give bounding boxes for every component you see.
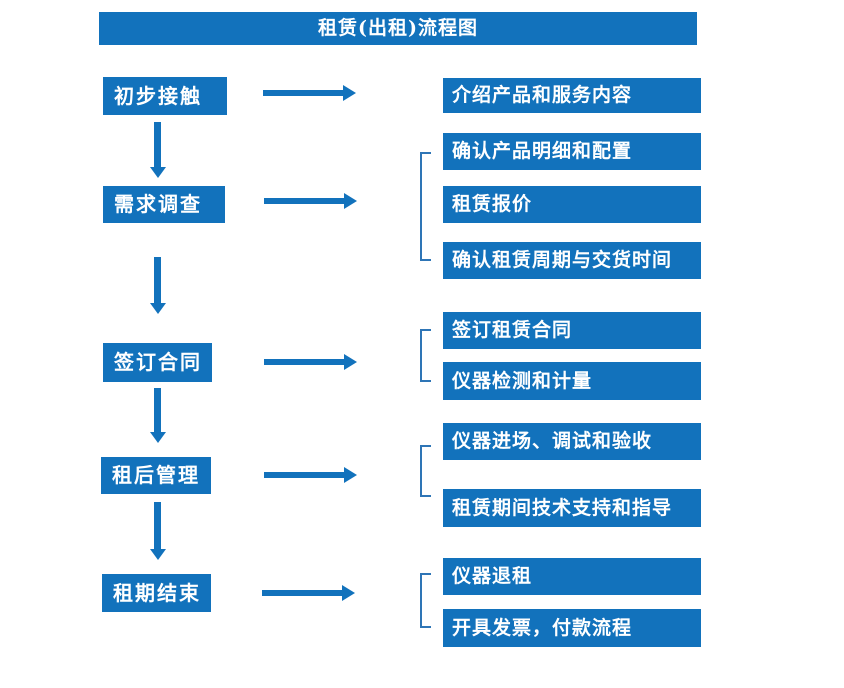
arrow-head-icon	[344, 193, 357, 209]
detail-box-instrument-setup-acceptance: 仪器进场、调试和验收	[443, 423, 701, 460]
bracket-stage2-group	[420, 152, 431, 261]
detail-box-introduce-products: 介绍产品和服务内容	[443, 78, 701, 113]
arrow-head-icon	[150, 303, 166, 314]
detail-box-sign-rental-contract: 签订租赁合同	[443, 312, 701, 349]
arrow-right-stage2	[264, 193, 357, 209]
stage-box-rental-end: 租期结束	[102, 574, 211, 612]
stage-box-sign-contract: 签订合同	[103, 343, 212, 382]
arrow-shaft	[154, 257, 161, 304]
arrow-down-stage1-2	[150, 122, 166, 178]
bracket-stage3-group	[420, 329, 431, 382]
arrow-head-icon	[342, 585, 355, 601]
arrow-down-stage4-5	[150, 502, 166, 560]
arrow-head-icon	[343, 85, 356, 101]
arrow-shaft	[264, 359, 344, 365]
arrow-shaft	[264, 472, 344, 478]
arrow-shaft	[154, 502, 161, 550]
arrow-head-icon	[344, 354, 357, 370]
bracket-stage5-group	[420, 573, 431, 628]
stage-box-demand-survey: 需求调查	[103, 186, 225, 223]
bracket-stage4-group	[420, 445, 431, 497]
arrow-shaft	[154, 122, 161, 168]
stage-box-initial-contact: 初步接触	[103, 77, 227, 115]
arrow-shaft	[262, 590, 342, 596]
stage-box-post-rental-management: 租后管理	[101, 457, 211, 494]
detail-box-instrument-inspection: 仪器检测和计量	[443, 362, 701, 400]
detail-box-rental-quote: 租赁报价	[443, 186, 701, 223]
arrow-right-stage1	[263, 85, 356, 101]
arrow-shaft	[264, 198, 344, 204]
detail-box-technical-support: 租赁期间技术支持和指导	[443, 489, 701, 527]
arrow-head-icon	[344, 467, 357, 483]
detail-box-confirm-product-config: 确认产品明细和配置	[443, 133, 701, 170]
arrow-right-stage4	[264, 467, 357, 483]
arrow-down-stage2-3	[150, 257, 166, 314]
arrow-head-icon	[150, 549, 166, 560]
flowchart-title: 租赁(出租)流程图	[99, 12, 697, 45]
arrow-shaft	[263, 90, 343, 96]
arrow-head-icon	[150, 167, 166, 178]
arrow-shaft	[154, 388, 161, 433]
detail-box-invoice-payment: 开具发票，付款流程	[443, 609, 701, 647]
detail-box-confirm-period-delivery: 确认租赁周期与交货时间	[443, 242, 701, 279]
arrow-down-stage3-4	[150, 388, 166, 443]
arrow-right-stage5	[262, 585, 355, 601]
arrow-head-icon	[150, 432, 166, 443]
arrow-right-stage3	[264, 354, 357, 370]
detail-box-instrument-return: 仪器退租	[443, 558, 701, 595]
